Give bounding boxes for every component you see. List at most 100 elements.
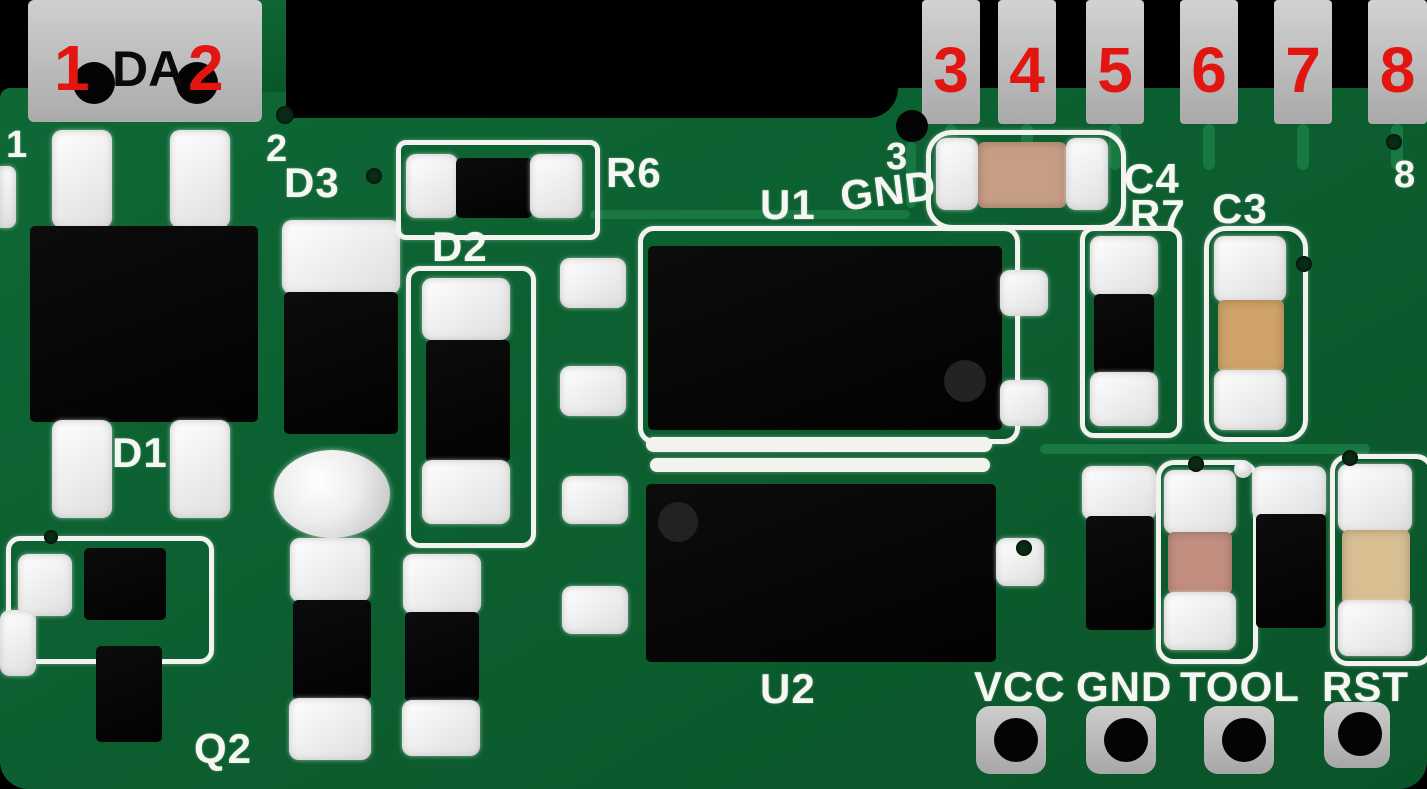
silk-outline-r7 <box>1080 226 1182 438</box>
cap-terminal <box>1338 600 1412 656</box>
solder-pad <box>170 130 230 228</box>
cap-terminal <box>936 138 978 210</box>
silk-bar <box>650 458 990 472</box>
via <box>1016 540 1032 556</box>
silk-c3: C3 <box>1212 185 1268 232</box>
silk-c4: C4 <box>1124 155 1180 202</box>
pin-number-5: 5 <box>1097 34 1133 106</box>
solder-pad <box>52 130 112 228</box>
cap-terminal <box>1066 138 1108 210</box>
trace <box>1297 124 1309 170</box>
silk-pad1: 1 <box>6 124 29 166</box>
component-body <box>405 612 479 702</box>
cap-terminal <box>1338 464 1412 532</box>
solder-pad <box>282 220 400 294</box>
edge-pad-7: 7 <box>1274 0 1332 124</box>
silk-rst: RST <box>1322 663 1409 710</box>
solder-pad <box>1082 466 1156 520</box>
edge-pad-strip-left <box>28 0 262 122</box>
pin-number-1: 1 <box>54 32 90 104</box>
cap-terminal <box>1164 592 1236 650</box>
cap-terminal <box>1214 236 1286 302</box>
trace <box>906 142 916 208</box>
silk-d1: D1 <box>112 429 168 476</box>
silk-outline <box>1156 460 1258 664</box>
component-body <box>96 646 162 742</box>
silk-bar <box>646 437 992 452</box>
solder-pad <box>562 476 628 524</box>
edge-pad-6: 6 <box>1180 0 1238 124</box>
solder-pad <box>530 154 582 218</box>
solder-pad <box>52 420 112 518</box>
silk-pad2: 2 <box>266 128 289 170</box>
silk-q2: Q2 <box>194 725 253 772</box>
trace <box>1040 444 1370 454</box>
da-label: DA <box>112 41 185 97</box>
solder-pad <box>170 420 230 518</box>
hole-tool <box>1222 718 1266 762</box>
solder-pad <box>422 278 510 340</box>
silk-outline-d2 <box>406 266 536 548</box>
cap-body-c4 <box>978 142 1066 208</box>
solder-pad <box>562 586 628 634</box>
solder-ball <box>1234 460 1252 478</box>
solder-pad <box>1000 270 1048 316</box>
silk-outline <box>1330 454 1427 666</box>
via <box>1296 256 1312 272</box>
solder-pad <box>406 154 458 218</box>
pin-number-3: 3 <box>933 34 969 106</box>
component-body <box>293 600 371 700</box>
component-body-q2 <box>84 548 166 620</box>
solder-pad <box>1090 372 1158 426</box>
edge-pad-3: 3 <box>922 0 980 124</box>
trace <box>590 210 910 219</box>
component-body <box>1256 514 1326 628</box>
silk-pad8: 8 <box>1394 154 1417 196</box>
cap-terminal <box>1214 370 1286 430</box>
solder-pad <box>0 166 16 228</box>
edge-pad-8: 8 <box>1368 0 1427 124</box>
solder-blob <box>274 450 390 538</box>
cap-body <box>1342 530 1410 604</box>
pin2-hole <box>176 62 218 104</box>
hole-gnd <box>1104 718 1148 762</box>
via <box>1188 456 1204 472</box>
silk-vcc: VCC <box>974 663 1066 710</box>
edge-pad-4: 4 <box>998 0 1056 124</box>
chip-body-u1 <box>648 246 1002 430</box>
component-body-r6 <box>456 158 532 218</box>
chip-body-u2 <box>646 484 996 662</box>
cap-terminal <box>1164 470 1236 534</box>
pcb-top-notch <box>286 0 898 118</box>
solder-pad <box>1000 380 1048 426</box>
solder-pad <box>560 366 626 416</box>
solder-pad <box>0 610 36 676</box>
silk-r6: R6 <box>606 149 662 196</box>
solder-pad <box>560 258 626 308</box>
cap-body-c3 <box>1218 300 1284 372</box>
silk-outline-c3 <box>1204 226 1308 442</box>
solder-pad <box>1252 466 1326 520</box>
via <box>276 106 294 124</box>
silk-outline-c4 <box>926 130 1126 230</box>
solder-pad <box>290 538 370 602</box>
solder-pad <box>402 700 480 756</box>
solder-pad <box>422 460 510 524</box>
component-body-r7 <box>1094 294 1154 374</box>
chip-dimple-u2 <box>658 502 698 542</box>
silk-u1-gnd: GND <box>837 161 939 220</box>
silk-u1: U1 <box>760 181 816 228</box>
solder-pad <box>403 554 481 614</box>
hole-rst <box>1338 712 1382 756</box>
pin-number-4: 4 <box>1009 34 1045 106</box>
silk-gnd: GND <box>1076 663 1173 710</box>
silk-d3: D3 <box>284 159 340 206</box>
component-body <box>1086 516 1154 630</box>
via <box>1386 134 1402 150</box>
pin-number-7: 7 <box>1285 34 1321 106</box>
cap-body <box>1168 532 1232 594</box>
notch-hole <box>896 110 928 142</box>
via <box>366 168 382 184</box>
pin-number-2: 2 <box>188 32 224 104</box>
